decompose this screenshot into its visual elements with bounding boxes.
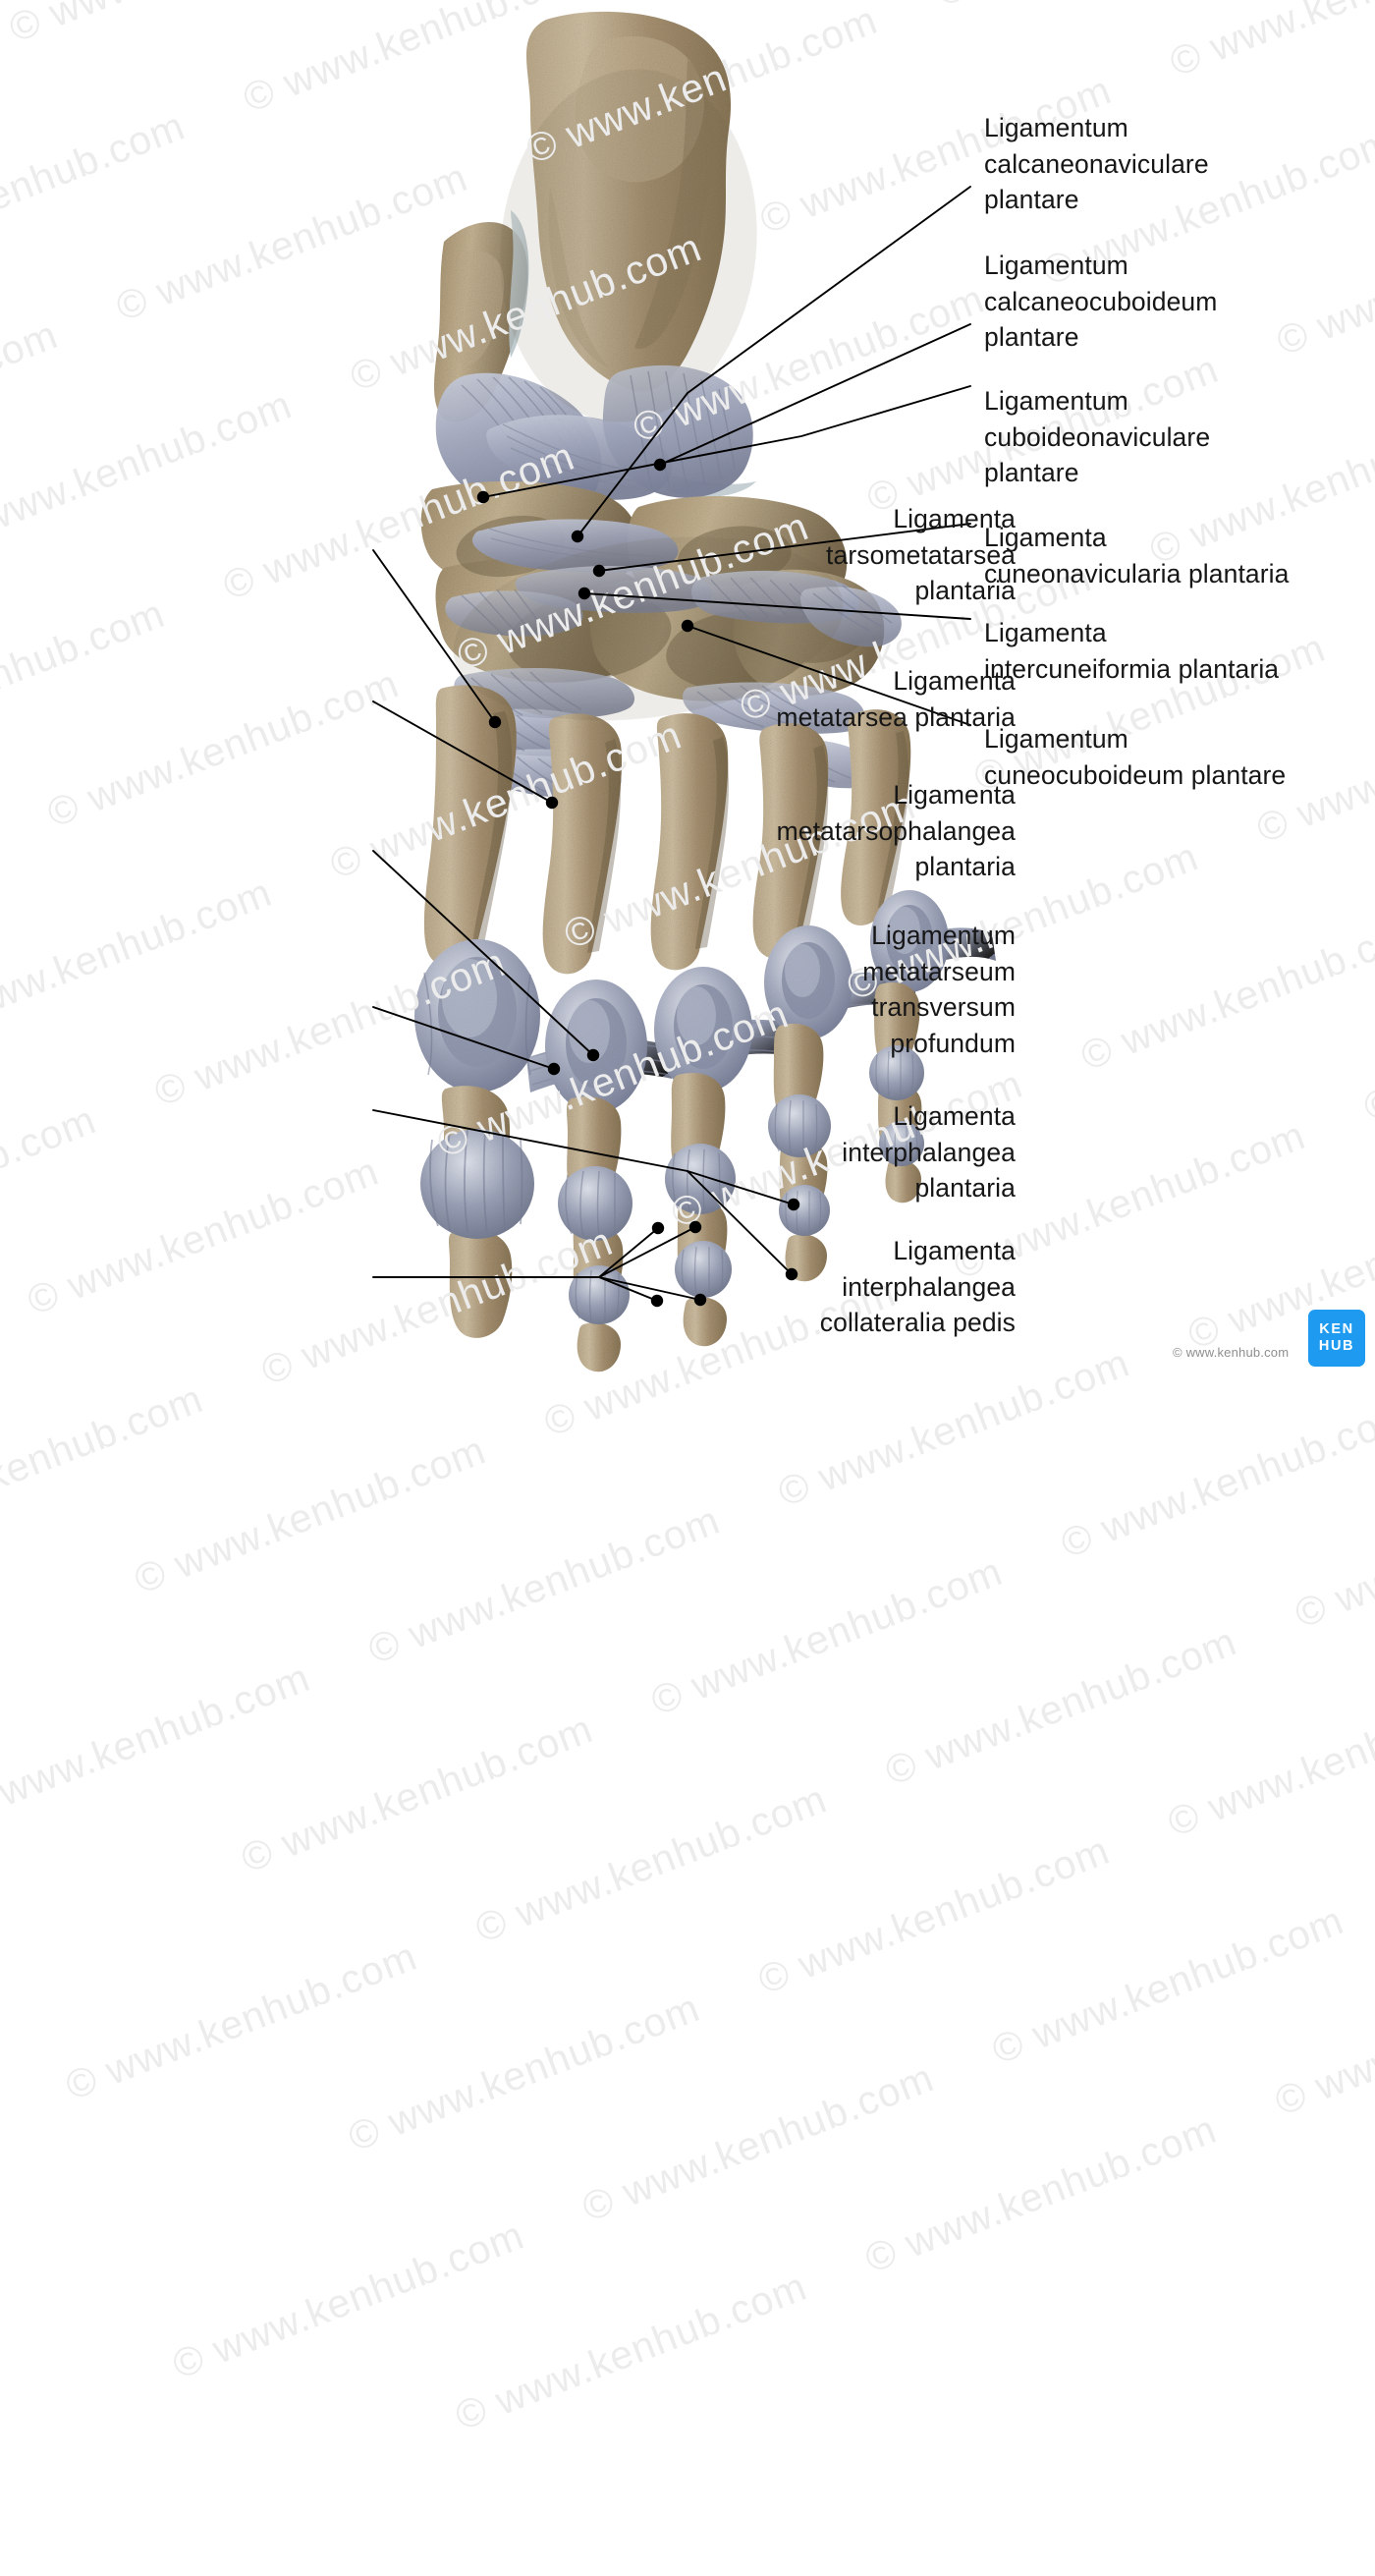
label-line: plantaria xyxy=(914,576,1016,605)
label-line: Ligamentum xyxy=(984,386,1128,416)
label-line: intercuneiformia plantaria xyxy=(984,653,1280,684)
label-line: metatarsophalangea xyxy=(776,815,1016,846)
label-line: calcaneonaviculare xyxy=(984,148,1209,179)
label-ligg-metatarsophalangea-plantaria: Ligamenta metatarsophalangea plantaria xyxy=(777,777,1016,885)
label-line: interphalangea xyxy=(842,1137,1016,1167)
label-ligg-tarsometatarsea-plantaria: Ligamenta tarsometatarsea plantaria xyxy=(826,501,1016,609)
label-line: plantaria xyxy=(914,852,1016,881)
label-line: metatarsea plantaria xyxy=(776,701,1016,732)
mtp-pad-5 xyxy=(870,890,949,992)
label-line: metatarseum xyxy=(862,956,1016,986)
label-line: plantare xyxy=(984,185,1079,214)
label-line: plantare xyxy=(984,322,1079,352)
label-line: cuneonavicularia plantaria xyxy=(984,558,1290,588)
label-line: calcaneocuboideum xyxy=(984,286,1218,316)
label-line: Ligamenta xyxy=(984,618,1107,647)
label-line: profundum xyxy=(890,1028,1016,1058)
label-lig-metatarseum-transversum-profundum: Ligamentum metatarseum transversum profu… xyxy=(862,918,1016,1061)
label-lig-calcaneonaviculare-plantare: Ligamentum calcaneonaviculare plantare xyxy=(984,110,1209,218)
label-lig-cuboideonaviculare-plantare: Ligamentum cuboideonaviculare plantare xyxy=(984,383,1210,491)
label-line: Ligamenta xyxy=(893,1101,1016,1131)
mtp-pad-1 xyxy=(414,939,540,1092)
logo-line-ken: KEN xyxy=(1319,1321,1354,1337)
label-line: Ligamentum xyxy=(984,113,1128,142)
label-line: plantaria xyxy=(914,1173,1016,1203)
label-line: Ligamenta xyxy=(893,504,1016,533)
label-line: collateralia pedis xyxy=(819,1308,1016,1337)
mtp-pad-3 xyxy=(654,967,752,1092)
mtp-pad-4 xyxy=(764,925,852,1039)
calcaneus-sustentaculum xyxy=(434,221,528,422)
label-ligg-intercuneiformia-plantaria: Ligamenta intercuneiformia plantaria xyxy=(984,615,1279,687)
label-line: Ligamenta xyxy=(893,1236,1016,1265)
label-line: interphalangea xyxy=(842,1271,1016,1302)
label-line: plantare xyxy=(984,458,1079,487)
label-ligg-cuneonavicularia-plantaria: Ligamenta cuneonavicularia plantaria xyxy=(984,520,1290,591)
label-line: Ligamentum xyxy=(984,251,1128,280)
label-lig-calcaneocuboideum-plantare: Ligamentum calcaneocuboideum plantare xyxy=(984,248,1217,356)
label-ligg-metatarsea-plantaria: Ligamenta metatarsea plantaria xyxy=(776,663,1016,735)
copyright-notice: © www.kenhub.com xyxy=(1173,1345,1290,1360)
label-line: Ligamenta xyxy=(984,523,1107,552)
label-line: Ligamenta xyxy=(893,780,1016,810)
kenhub-logo[interactable]: KEN HUB xyxy=(1308,1310,1365,1367)
label-line: Ligamentum xyxy=(984,724,1128,754)
label-ligg-interphalangea-plantaria: Ligamenta interphalangea plantaria xyxy=(842,1098,1016,1206)
label-line: tarsometatarsea xyxy=(826,539,1016,570)
logo-line-hub: HUB xyxy=(1318,1338,1355,1354)
label-ligg-interphalangea-collateralia-pedis: Ligamenta interphalangea collateralia pe… xyxy=(820,1233,1016,1341)
mtp-pad-2 xyxy=(545,980,647,1113)
label-lig-cuneocuboideum-plantare: Ligamentum cuneocuboideum plantare xyxy=(984,721,1286,793)
illustration-canvas: © www.kenhub.com© www.kenhub.com© www.ke… xyxy=(0,0,1375,2438)
label-line: cuboideonaviculare xyxy=(984,421,1211,452)
label-line: transversum xyxy=(871,992,1016,1022)
label-line: cuneocuboideum plantare xyxy=(984,759,1287,790)
label-line: Ligamenta xyxy=(893,666,1016,696)
label-line: Ligamentum xyxy=(871,921,1016,950)
